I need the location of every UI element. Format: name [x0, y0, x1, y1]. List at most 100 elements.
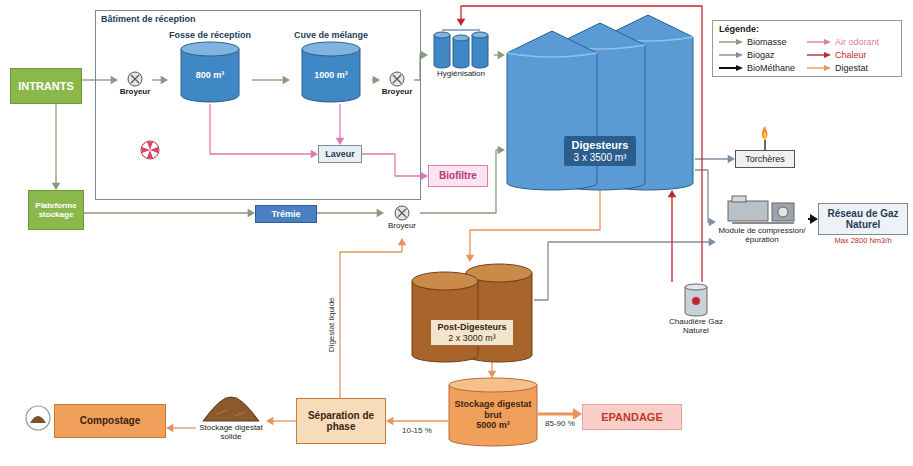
node-label: Stockage digestat brut	[454, 399, 532, 420]
post-digester-tanks: Post-Digesteurs2 x 3000 m³	[410, 262, 534, 362]
node-label: INTRANTS	[18, 80, 74, 93]
node-label: Biofiltre	[439, 170, 477, 182]
node-label: Chaudière Gaz Naturel	[662, 318, 730, 336]
icon-holder	[118, 70, 152, 88]
flow-connector	[420, 146, 505, 213]
icon-holder	[380, 70, 414, 88]
tank: Fosse de réception 800 m³	[168, 30, 252, 104]
sub-label: 1000 m³	[314, 70, 348, 80]
flow-connector	[362, 154, 428, 180]
icon-holder	[384, 204, 420, 222]
node-label: Broyeur	[382, 88, 413, 97]
icon-holder	[662, 282, 730, 318]
tank-caption: Post-Digesteurs2 x 3000 m³	[430, 319, 513, 346]
flow-connector	[210, 104, 318, 158]
process-box: Laveur	[318, 145, 362, 163]
compost-icon	[26, 406, 50, 430]
legend-item: Air odorant	[807, 37, 895, 47]
node-label: EPANDAGE	[601, 411, 663, 424]
legend-text: Digestat	[835, 63, 868, 73]
broy-icon	[384, 204, 420, 222]
flow-label: Digestat liquide	[326, 295, 336, 354]
node-label: Cuve de mélange	[294, 30, 368, 40]
sub-label: Max 2800 Nm3/h	[834, 237, 891, 246]
compression-module: Module de compression/épuration	[716, 193, 808, 255]
flow-connector	[84, 209, 255, 218]
process-box: Séparation de phase	[296, 398, 386, 444]
legend-grid: Biomasse Air odorantBiogaz ChaleurBioMétha…	[719, 37, 895, 73]
node-label: Bâtiment de réception	[101, 14, 196, 24]
flow-connector	[695, 170, 716, 226]
node-label: Trémie	[271, 209, 300, 219]
icon-holder	[196, 394, 266, 424]
legend-item: BioMéthane	[719, 63, 807, 73]
flow-connector	[457, 6, 702, 282]
sub-label: 5000 m³	[476, 420, 510, 430]
tank: Cuve de mélange 1000 m³	[290, 30, 372, 104]
storage-tank: Stockage digestat brut5000 m³	[448, 378, 538, 446]
chau-icon	[662, 282, 730, 318]
icon-holder	[428, 26, 494, 70]
node-label: Séparation de phase	[300, 410, 382, 433]
input-box: INTRANTS	[10, 68, 82, 104]
hopper-box: Trémie	[255, 205, 317, 223]
node-label: Compostage	[80, 415, 141, 427]
legend-line-sample	[807, 64, 831, 72]
fan-symbol	[141, 141, 159, 159]
flow-label: 85-90 %	[543, 419, 577, 429]
legend-line-sample	[719, 38, 743, 46]
node-label: Laveur	[325, 149, 355, 159]
tank-body: 800 m³	[180, 42, 240, 102]
digester-tanks: Digesteurs3 x 3500 m³	[505, 15, 695, 190]
grinder-icon: Broyeur	[384, 204, 420, 238]
flow-connector	[317, 209, 384, 218]
node-label: Broyeur	[120, 88, 151, 97]
legend-item: Chaleur	[807, 50, 895, 60]
flow-connector	[466, 190, 600, 262]
node-label: Stockage digestat solide	[196, 424, 266, 442]
legend-item: Biomasse	[719, 37, 807, 47]
legend-item: Digestat	[807, 63, 895, 73]
flare-box: Torchères	[735, 150, 795, 168]
solid-digestate-pile: Stockage digestat solide	[196, 394, 266, 446]
broy-icon	[118, 70, 152, 88]
flow-connector	[252, 76, 290, 85]
flow-connector	[166, 424, 196, 433]
legend-text: Biogaz	[747, 50, 775, 60]
legend-text: BioMéthane	[747, 63, 795, 73]
legend-text: Biomasse	[747, 37, 787, 47]
legend-text: Air odorant	[835, 37, 879, 47]
node-label: Torchères	[745, 154, 785, 164]
network-box: Réseau de Gaz Naturel	[818, 203, 908, 235]
node-label: Post-Digesteurs	[437, 322, 506, 332]
node-label: Broyeur	[388, 222, 416, 231]
broy-icon	[380, 70, 414, 88]
boiler: Chaudière Gaz Naturel	[662, 282, 730, 346]
mod-icon	[716, 193, 808, 227]
legend-line-sample	[719, 64, 743, 72]
process-box: Biofiltre	[428, 165, 488, 187]
flow-connector	[152, 76, 168, 85]
flow-connector	[52, 104, 61, 190]
flow-connector	[494, 51, 505, 60]
sub-label: 3 x 3500 m³	[572, 152, 629, 164]
grinder-icon: Broyeur	[118, 70, 152, 104]
flow-connector	[668, 190, 677, 282]
tank-body: 1000 m³	[301, 42, 361, 102]
legend-line-sample	[807, 51, 831, 59]
node-label: Fosse de réception	[169, 30, 251, 40]
node-label: Hygiénisation	[437, 70, 485, 79]
node-label: Module de compression/épuration	[716, 227, 808, 245]
building-frame: Bâtiment de réceptionBroyeur Fosse de réc…	[95, 10, 421, 200]
flow-connector	[82, 76, 118, 85]
node-label: Réseau de Gaz Naturel	[823, 208, 903, 231]
tank-caption: Digesteurs3 x 3500 m³	[564, 136, 637, 166]
flow-connector	[336, 104, 345, 145]
legend-line-sample	[719, 51, 743, 59]
flow-connector	[414, 51, 428, 80]
storage-box: Plateforme stockage	[28, 190, 84, 230]
flow-connector	[386, 417, 448, 426]
legend-box: Légende:BiomasseAir odorantBiogazChaleur…	[712, 20, 902, 77]
spreading-box: EPANDAGE	[582, 404, 682, 430]
sub-label: 800 m³	[196, 70, 225, 80]
